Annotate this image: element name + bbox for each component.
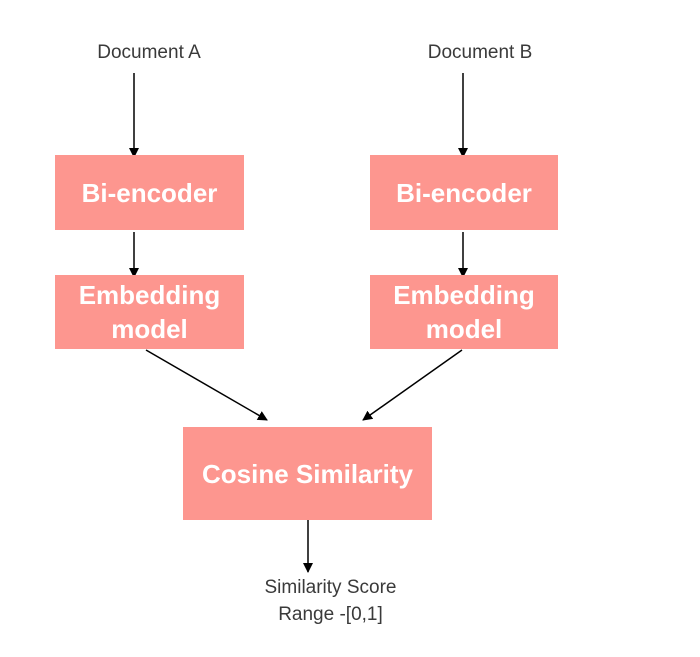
similarity-score-output: Similarity Score Range -[0,1]	[218, 574, 443, 628]
right-bi-encoder-box: Bi-encoder	[370, 155, 558, 230]
similarity-score-line2: Range -[0,1]	[278, 604, 383, 625]
right-embedding-label-line2: model	[425, 314, 503, 344]
left-bi-encoder-label: Bi-encoder	[81, 177, 218, 208]
left-embedding-label-line2: model	[111, 314, 188, 344]
left-bi-encoder-box: Bi-encoder	[55, 155, 244, 230]
cosine-similarity-box: Cosine Similarity	[183, 427, 432, 520]
right-bi-encoder-label: Bi-encoder	[396, 177, 532, 208]
document-b-label: Document B	[427, 42, 533, 63]
arrow-right-embedding-to-cosine	[362, 349, 463, 421]
cosine-similarity-label: Cosine Similarity	[202, 458, 413, 489]
similarity-score-line1: Similarity Score	[264, 577, 397, 598]
right-embedding-label-line1: Embedding	[393, 280, 535, 310]
arrow-left-embedding-to-cosine	[145, 349, 268, 421]
left-embedding-model-box: Embedding model	[55, 275, 244, 349]
document-a-label: Document A	[97, 42, 201, 63]
left-embedding-label-line1: Embedding	[78, 280, 221, 310]
right-embedding-model-box: Embedding model	[370, 275, 558, 349]
